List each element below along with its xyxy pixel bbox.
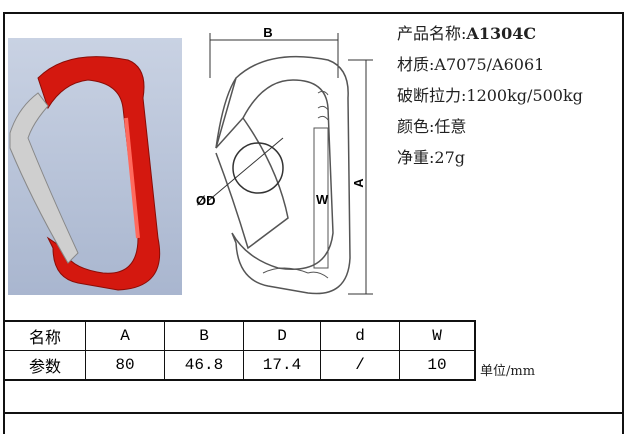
- table-row: 参数 80 46.8 17.4 / 10: [3, 350, 476, 381]
- spec-weight: 净重:27g: [397, 148, 465, 167]
- table-cell: /: [320, 350, 400, 381]
- technical-drawing: B A ØD W: [188, 18, 378, 303]
- spec-sheet-frame: [3, 12, 624, 434]
- product-photo: [8, 38, 182, 295]
- table-cell: 名称: [3, 320, 86, 351]
- table-cell: 46.8: [164, 350, 244, 381]
- unit-label: 单位/mm: [480, 364, 536, 379]
- table-cell: 10: [399, 350, 476, 381]
- dimension-label-d: ØD: [196, 193, 216, 208]
- product-specs: 产品名称:A1304C 材质:A7075/A6061 破断拉力:1200kg/5…: [397, 18, 583, 173]
- dimension-label-a: A: [351, 178, 366, 188]
- dimension-label-w: W: [316, 192, 329, 207]
- dimension-table: 名称 A B D d W 参数 80 46.8 17.4 / 10: [3, 320, 476, 381]
- table-cell: B: [164, 320, 244, 351]
- table-cell: d: [320, 320, 400, 351]
- divider: [3, 412, 622, 414]
- product-model: A1304C: [466, 24, 537, 43]
- table-cell: D: [243, 320, 321, 351]
- table-cell: 17.4: [243, 350, 321, 381]
- spec-color: 颜色:任意: [397, 117, 467, 136]
- table-cell: A: [85, 320, 165, 351]
- spec-strength: 破断拉力:1200kg/500kg: [397, 86, 583, 105]
- spec-name: 产品名称:A1304C: [397, 24, 537, 43]
- spec-material: 材质:A7075/A6061: [397, 55, 545, 74]
- table-header-row: 名称 A B D d W: [3, 320, 476, 351]
- dimension-label-b: B: [263, 25, 272, 40]
- table-cell: 80: [85, 350, 165, 381]
- table-cell: 参数: [3, 350, 86, 381]
- table-cell: W: [399, 320, 476, 351]
